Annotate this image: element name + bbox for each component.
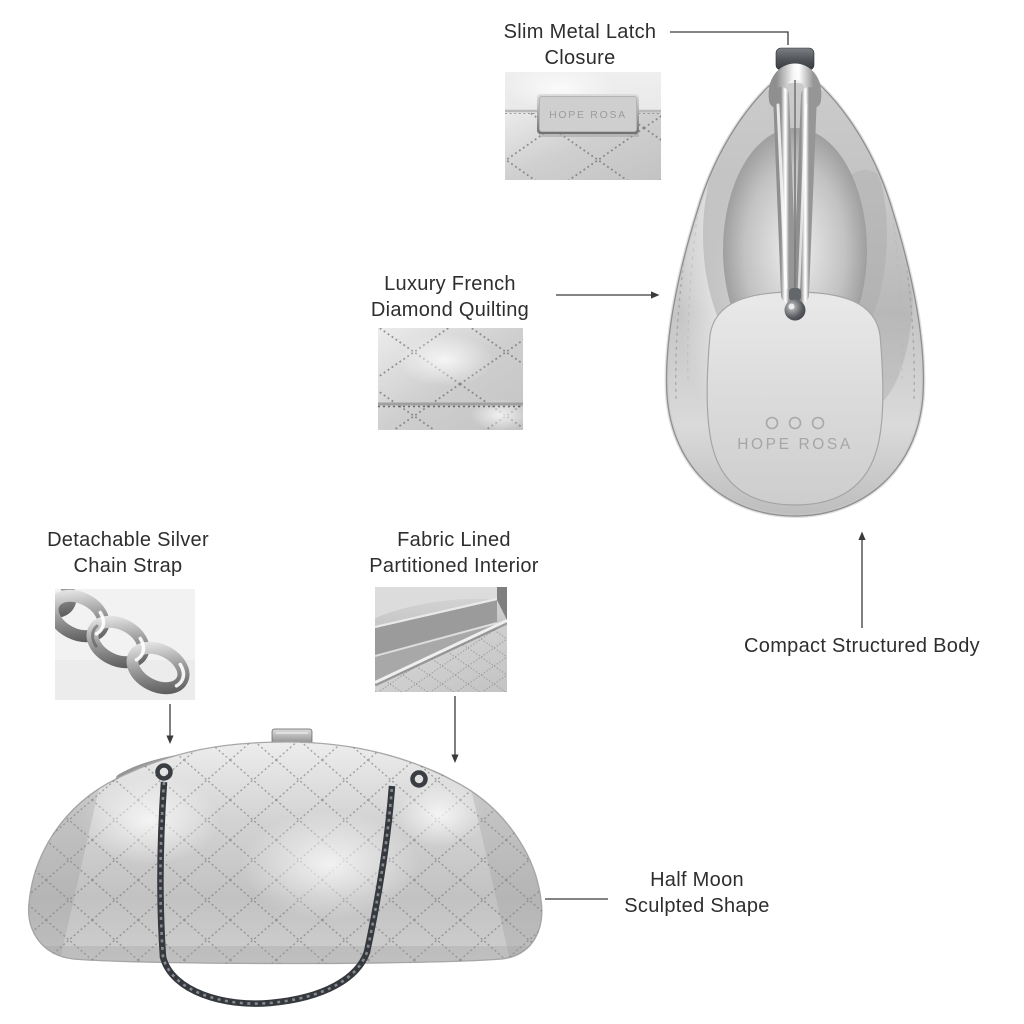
chain-strap (155, 763, 428, 1007)
annotation-lines (169, 31, 863, 900)
brand-ring-icon (788, 416, 802, 430)
callout-partitioned-interior: Fabric Lined Partitioned Interior (334, 528, 574, 579)
brand-ring-icon (765, 416, 779, 430)
callout-latch-line2: Closure (544, 46, 616, 69)
side-view-bag-photo: HOPE ROSA (664, 47, 926, 519)
callout-half-moon-shape: Half Moon Sculpted Shape (577, 868, 817, 919)
callout-body-label: Compact Structured Body (744, 635, 980, 657)
chain-hook-right (410, 770, 428, 788)
latch-connector-line (670, 31, 789, 45)
bag-front-panel (706, 291, 884, 506)
quilting-detail-photo (378, 328, 523, 430)
arrowhead-right-icon (651, 291, 660, 299)
callout-structured-body: Compact Structured Body (712, 634, 1012, 660)
brand-ring-icon (811, 416, 825, 430)
callout-latch-closure: Slim Metal Latch Closure (455, 20, 705, 71)
arrowhead-up-icon (858, 531, 866, 540)
chain-hook-left (155, 763, 173, 781)
interior-detail-photo (375, 587, 507, 692)
callout-shape-line2: Sculpted Shape (624, 894, 770, 917)
arrowhead-down-icon (166, 735, 174, 744)
kiss-lock-frame (768, 63, 822, 321)
callout-interior-line1: Fabric Lined (397, 529, 511, 551)
arrowhead-down-icon (451, 754, 459, 763)
embossed-brand-logo: HOPE ROSA (737, 416, 853, 453)
plate-brand-text: HOPE ROSA (549, 109, 627, 121)
callout-interior-line2: Partitioned Interior (369, 554, 539, 577)
callout-shape-line1: Half Moon (650, 869, 744, 891)
callout-latch-line1: Slim Metal Latch (503, 21, 657, 43)
latch-detail-photo: HOPE ROSA (505, 72, 661, 180)
callout-chain-line1: Detachable Silver (47, 529, 209, 551)
callout-chain-strap: Detachable Silver Chain Strap (8, 528, 248, 579)
callout-quilting-line2: Diamond Quilting (370, 298, 530, 321)
clutch-bag-photo (27, 728, 543, 1007)
chain-detail-photo (55, 589, 195, 700)
embossed-brand-text: HOPE ROSA (737, 436, 853, 453)
callout-quilting-line1: Luxury French (384, 273, 516, 295)
arrowheads (166, 291, 866, 763)
callout-diamond-quilting: Luxury French Diamond Quilting (330, 272, 570, 323)
clasp-ball (784, 299, 806, 321)
callout-chain-line2: Chain Strap (73, 554, 183, 577)
